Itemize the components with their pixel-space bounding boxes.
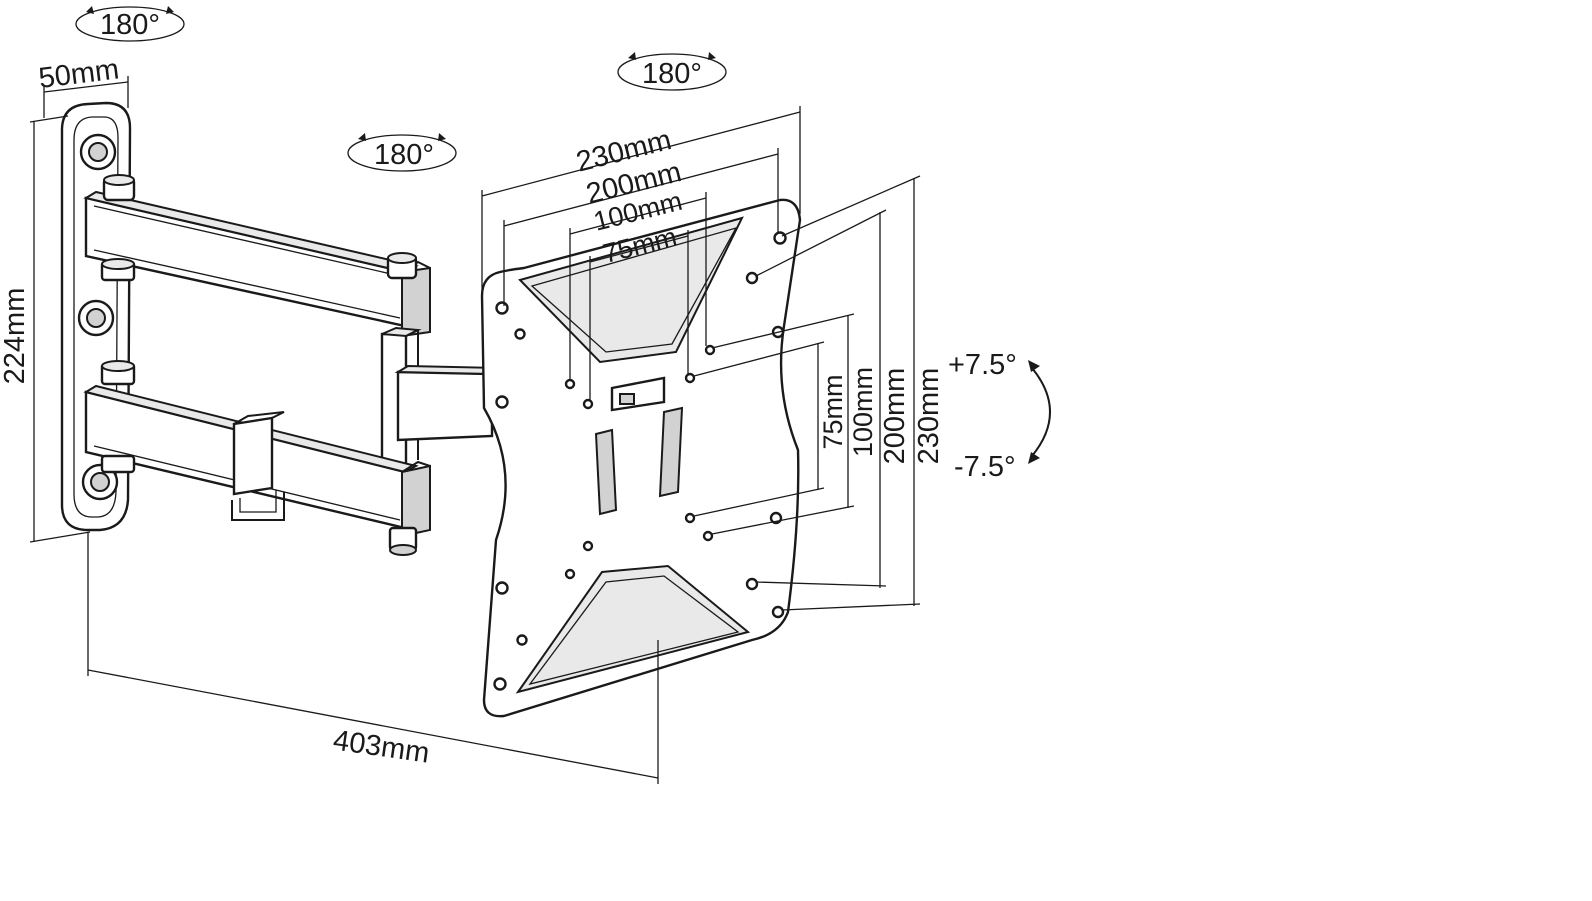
hole-100-bl [564, 568, 576, 580]
arrow-right-icon [166, 6, 174, 14]
hole-230-br [771, 605, 785, 619]
hole-230-tr [773, 231, 787, 245]
arrow-right-icon [708, 52, 716, 60]
tilt-up-label: +7.5° [948, 349, 1017, 381]
cable-slot-left [594, 428, 618, 516]
wall-hinge-bolt-top [102, 174, 136, 202]
wall-hinge-nut-top [100, 258, 136, 282]
tilt-indicator: +7.5° -7.5° [948, 349, 1051, 483]
hole-100-tl [564, 378, 576, 390]
screw-hole-bottom [81, 463, 119, 501]
lower-arm-bolt [388, 526, 418, 556]
elbow-swivel-indicator: 180° [347, 133, 457, 172]
hole-230-tl [495, 301, 509, 315]
dim-vesa-vertical: 75mm 100mm 200mm 230mm [693, 175, 945, 611]
wall-height-label: 224mm [0, 288, 31, 385]
wall-hinge-nut-middle [100, 360, 136, 386]
hole-mid-l [495, 395, 509, 409]
arrow-left-icon [86, 6, 94, 14]
hole-75-bl [582, 540, 594, 552]
hole-230-bl [495, 581, 509, 595]
tilt-down-arrow-icon [1028, 452, 1040, 464]
upper-arm-bolt [386, 252, 418, 280]
elbow-swivel-label: 180° [374, 139, 434, 171]
hole-200-br [745, 577, 759, 591]
arrow-right-icon [438, 133, 446, 141]
wall-hinge-nut-bottom [100, 454, 136, 474]
hole-100-br [702, 530, 714, 542]
arrow-left-icon [358, 133, 366, 141]
vesa-v-230-label: 230mm [913, 368, 945, 465]
extension-label: 403mm [331, 725, 431, 770]
level-indicator [610, 376, 666, 412]
hole-230-bl2 [493, 677, 507, 691]
hole-200-bl [516, 634, 528, 646]
tilt-down-label: -7.5° [954, 451, 1016, 483]
hole-75-tr [684, 372, 696, 384]
upper-arm [83, 174, 431, 338]
head-swivel-label: 180° [642, 58, 702, 90]
vesa-v-100-label: 100mm [848, 367, 878, 457]
vesa-holes [493, 231, 787, 691]
vesa-v-75-label: 75mm [818, 374, 848, 449]
screw-hole-middle [77, 299, 115, 337]
hole-200-tl [514, 328, 526, 340]
dim-extension: 403mm [87, 532, 659, 784]
screw-hole-top [79, 133, 117, 171]
vesa-plate [480, 198, 802, 718]
tilt-up-arrow-icon [1028, 360, 1040, 372]
wall-swivel-indicator: 180° [75, 6, 185, 42]
wall-width-label: 50mm [37, 53, 121, 95]
dim-wall-height: 224mm [0, 115, 91, 543]
hole-75-tl [582, 398, 594, 410]
head-arm [394, 364, 503, 442]
cable-clip [231, 411, 285, 521]
hole-75-br [684, 512, 696, 524]
head-swivel-indicator: 180° [617, 52, 727, 91]
wall-swivel-label: 180° [100, 9, 160, 41]
vesa-v-200-label: 200mm [879, 368, 911, 465]
lower-arm-pivot-cap [401, 460, 431, 538]
hole-200-tr [745, 271, 759, 285]
lower-arm [83, 360, 431, 556]
cable-slot-right [658, 406, 684, 498]
arrow-left-icon [628, 52, 636, 60]
